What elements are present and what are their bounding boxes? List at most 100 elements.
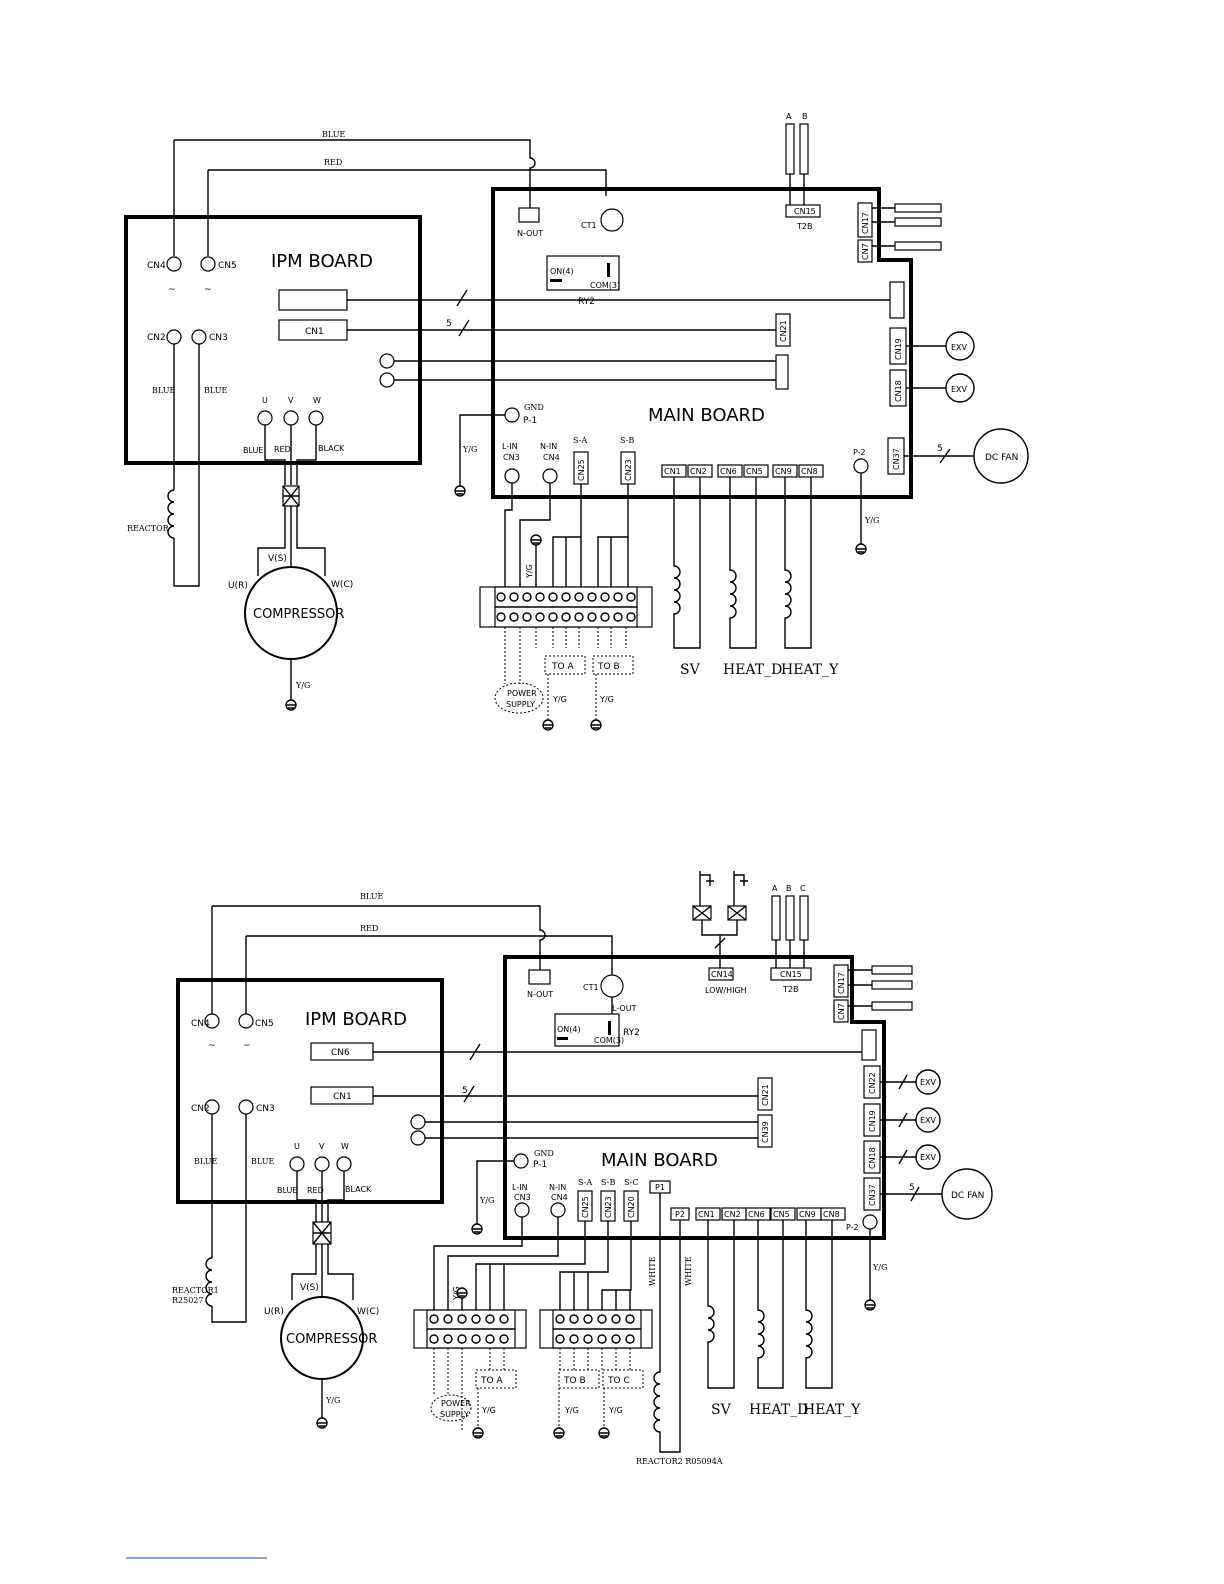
svg-text:CN1: CN1: [698, 1210, 715, 1219]
main-board-title: MAIN BOARD: [601, 1150, 718, 1171]
svg-text:A: A: [772, 884, 778, 893]
svg-text:DC FAN: DC FAN: [985, 453, 1018, 463]
svg-text:V: V: [319, 1142, 325, 1151]
ipm-w-terminal: [336, 1156, 352, 1172]
svg-text:POWER: POWER: [441, 1399, 471, 1408]
heat-d-coil: [757, 1220, 784, 1389]
svg-text:Y/G: Y/G: [325, 1396, 340, 1405]
svg-text:S-A: S-A: [578, 1178, 592, 1187]
terminal-screws: [496, 592, 636, 622]
svg-text:V(S): V(S): [268, 554, 287, 564]
svg-text:RED: RED: [307, 1186, 324, 1195]
svg-text:W(C): W(C): [357, 1307, 379, 1317]
svg-text:L-IN: L-IN: [502, 442, 518, 451]
svg-text:S-B: S-B: [620, 436, 634, 445]
svg-text:COM(3): COM(3): [590, 281, 620, 290]
svg-text:CN7: CN7: [837, 1003, 846, 1020]
svg-text:HEAT_Y: HEAT_Y: [781, 662, 839, 678]
svg-text:CN21: CN21: [761, 1084, 770, 1106]
svg-text:CN37: CN37: [892, 448, 901, 470]
svg-text:Y/G: Y/G: [864, 516, 879, 525]
n-out-terminal: [518, 207, 540, 223]
svg-text:CN22: CN22: [868, 1072, 877, 1094]
svg-text:V: V: [288, 396, 294, 405]
svg-text:P1: P1: [655, 1183, 665, 1192]
svg-text:A: A: [786, 112, 792, 121]
to-a-box: [475, 1369, 517, 1389]
svg-text:Y/G: Y/G: [525, 564, 534, 579]
svg-text:N-OUT: N-OUT: [527, 990, 553, 999]
sensor-c-probe: [799, 895, 809, 941]
svg-text:BLACK: BLACK: [318, 444, 345, 453]
cn7-sensor: [871, 1001, 913, 1011]
low-pressure-switch: [692, 871, 714, 921]
svg-text:BLUE: BLUE: [360, 892, 383, 901]
exv-valve-1: [945, 331, 975, 361]
ground-icon: [542, 719, 554, 731]
n-out-terminal: [528, 969, 551, 985]
red-wire: [246, 935, 613, 976]
p2-terminal: [862, 1214, 878, 1230]
svg-text:CN25: CN25: [577, 459, 586, 481]
svg-text:CN3: CN3: [209, 333, 228, 343]
sensor-b-probe: [785, 895, 795, 941]
svg-text:CN8: CN8: [823, 1210, 840, 1219]
cn17-sensor-1: [894, 203, 942, 213]
svg-text:BLUE: BLUE: [251, 1157, 274, 1166]
wiring-diagram-1: BLUE RED IPM BOARD CN4 CN5 ~ ~ CN2 CN3 B…: [124, 112, 1029, 731]
svg-text:C: C: [800, 884, 806, 893]
svg-text:T2B: T2B: [782, 985, 798, 994]
dc-fan-motor: [973, 428, 1029, 484]
svg-text:TO B: TO B: [597, 662, 620, 672]
sensor-a-probe: [771, 895, 781, 941]
svg-text:HEAT_D: HEAT_D: [749, 1402, 808, 1418]
svg-text:CN2: CN2: [690, 467, 707, 476]
svg-text:P-1: P-1: [523, 416, 537, 426]
svg-text:RED: RED: [274, 445, 291, 454]
svg-text:TO A: TO A: [480, 1376, 503, 1386]
svg-text:CN25: CN25: [581, 1196, 590, 1218]
svg-text:U: U: [262, 396, 268, 405]
ground-icon: [855, 543, 867, 555]
svg-text:CN3: CN3: [503, 453, 520, 462]
svg-text:CN5: CN5: [773, 1210, 790, 1219]
svg-text:Y/G: Y/G: [462, 445, 477, 454]
svg-text:CN4: CN4: [147, 261, 166, 271]
cn21-connector: [775, 313, 791, 347]
svg-text:CN39: CN39: [761, 1121, 770, 1143]
heat-d-coil: [729, 477, 757, 649]
svg-text:CT1: CT1: [583, 983, 599, 992]
exv-valve-2: [945, 373, 975, 403]
svg-text:U(R): U(R): [264, 1307, 284, 1317]
cn21-connector: [757, 1077, 773, 1111]
ipm-board-title: IPM BOARD: [305, 1009, 407, 1030]
sv-coil: [707, 1220, 735, 1389]
ipm-cn2-connector: [166, 329, 182, 345]
sensor-b-probe: [799, 123, 809, 175]
svg-text:W(C): W(C): [331, 580, 353, 590]
cn4-n-in-terminal: [542, 468, 558, 484]
svg-text:ON(4): ON(4): [550, 267, 574, 276]
power-supply: [430, 1394, 472, 1422]
ct1-current-sensor: [600, 974, 624, 998]
main-cn6-link-connector: [861, 1029, 877, 1061]
p1-gnd-terminal: [513, 1153, 529, 1169]
svg-text:B: B: [802, 112, 808, 121]
cn15-connector: [770, 967, 812, 981]
svg-text:CN23: CN23: [624, 459, 633, 481]
svg-text:BLUE: BLUE: [204, 386, 227, 395]
to-b-box: [558, 1369, 600, 1389]
cn7-sensor: [894, 241, 942, 251]
svg-text:Y/G: Y/G: [564, 1406, 579, 1415]
cn17-sensor-1: [871, 965, 913, 975]
svg-text:BLUE: BLUE: [194, 1157, 217, 1166]
svg-text:CN3: CN3: [514, 1193, 531, 1202]
svg-text:BLUE: BLUE: [152, 386, 175, 395]
ground-icon: [472, 1427, 484, 1439]
cn17-sensor-2: [894, 217, 942, 227]
cn15-connector: [785, 204, 821, 218]
ipm-board: [176, 978, 444, 1204]
cn4-n-in-terminal: [550, 1202, 566, 1218]
svg-text:CN2: CN2: [724, 1210, 741, 1219]
svg-text:P-1: P-1: [533, 1160, 547, 1170]
